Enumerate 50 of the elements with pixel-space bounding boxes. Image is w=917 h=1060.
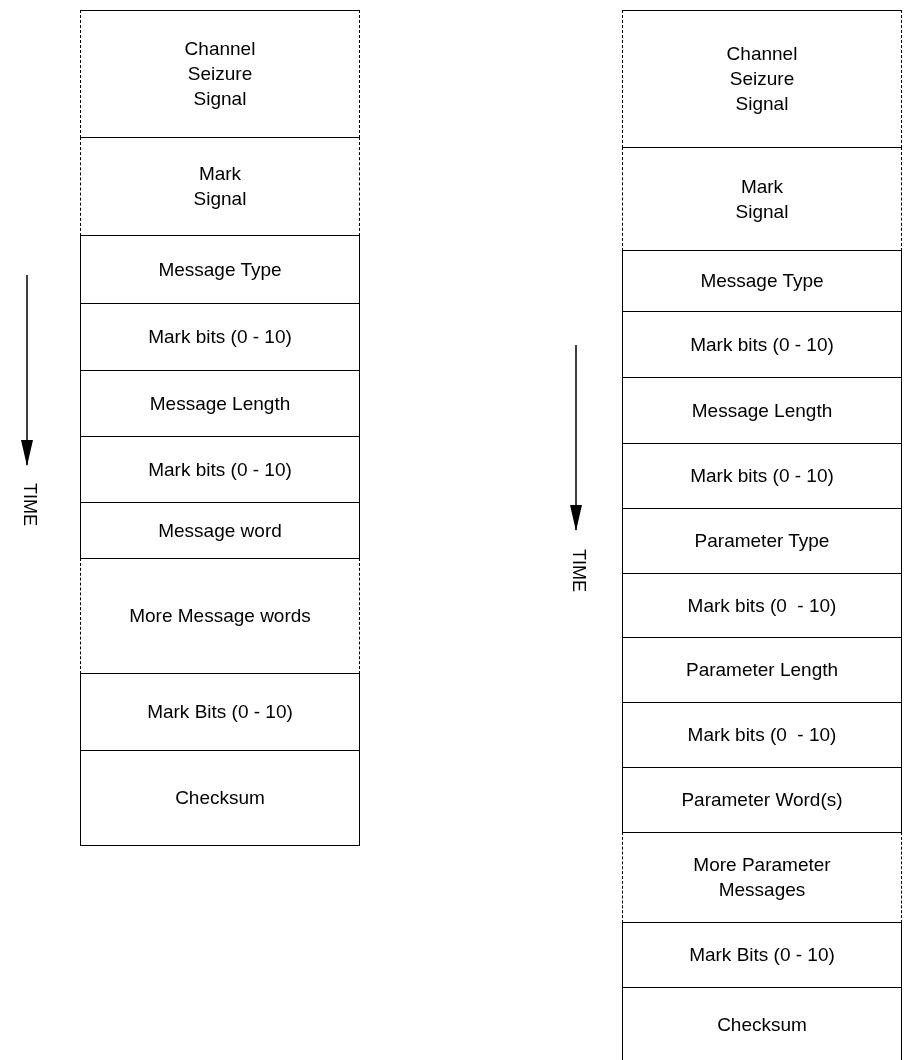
- axis-label: TIME: [568, 549, 589, 592]
- field-label: Message Length: [691, 398, 833, 423]
- field-label: More Parameter Messages: [692, 853, 832, 902]
- field-label: Parameter Word(s): [681, 788, 843, 813]
- field-box: [622, 987, 902, 1060]
- field-label: Parameter Type: [694, 529, 830, 554]
- field-label: Message Type: [158, 257, 282, 282]
- field-box: [622, 573, 902, 638]
- field-label: Mark Bits (0 - 10): [147, 700, 293, 725]
- field-label: Message Type: [700, 269, 824, 294]
- field-label: Channel Seizure Signal: [725, 42, 799, 116]
- field-label: Checksum: [717, 1013, 807, 1038]
- field-box: [622, 147, 902, 251]
- field-label: Mark bits (0 - 10): [687, 593, 837, 618]
- field-label: Mark Signal: [734, 174, 790, 224]
- field-box: [622, 508, 902, 574]
- field-label: Checksum: [175, 785, 265, 810]
- field-box: [80, 436, 360, 503]
- field-label: More Message words: [128, 604, 312, 629]
- field-box: [80, 558, 360, 674]
- field-box: [80, 137, 360, 236]
- field-box: [80, 303, 360, 371]
- field-box: [622, 443, 902, 509]
- field-label: Mark bits (0 - 10): [148, 457, 292, 482]
- field-label: Mark bits (0 - 10): [690, 332, 834, 357]
- field-label: Mark bits (0 - 10): [148, 325, 292, 350]
- field-box: [80, 502, 360, 559]
- field-box: [622, 637, 902, 703]
- field-box: [80, 750, 360, 846]
- field-box: [622, 250, 902, 312]
- field-box: [80, 10, 360, 138]
- field-box: [80, 235, 360, 304]
- field-label: Message Length: [149, 391, 291, 416]
- field-box: [80, 673, 360, 751]
- field-label: Message word: [158, 518, 282, 543]
- field-label: Mark Bits (0 - 10): [689, 943, 835, 968]
- field-label: Mark bits (0 - 10): [690, 464, 834, 489]
- field-box: [622, 10, 902, 148]
- field-box: [622, 767, 902, 833]
- field-box: [80, 370, 360, 437]
- field-label: Mark Signal: [192, 162, 248, 211]
- field-box: [622, 311, 902, 378]
- field-label: Parameter Length: [685, 658, 839, 683]
- field-label: Channel Seizure Signal: [183, 37, 257, 111]
- field-box: [622, 702, 902, 768]
- field-label: Mark bits (0 - 10): [687, 723, 837, 748]
- field-box: [622, 922, 902, 988]
- field-box: [622, 832, 902, 923]
- field-box: [622, 377, 902, 444]
- axis-label: TIME: [19, 483, 40, 526]
